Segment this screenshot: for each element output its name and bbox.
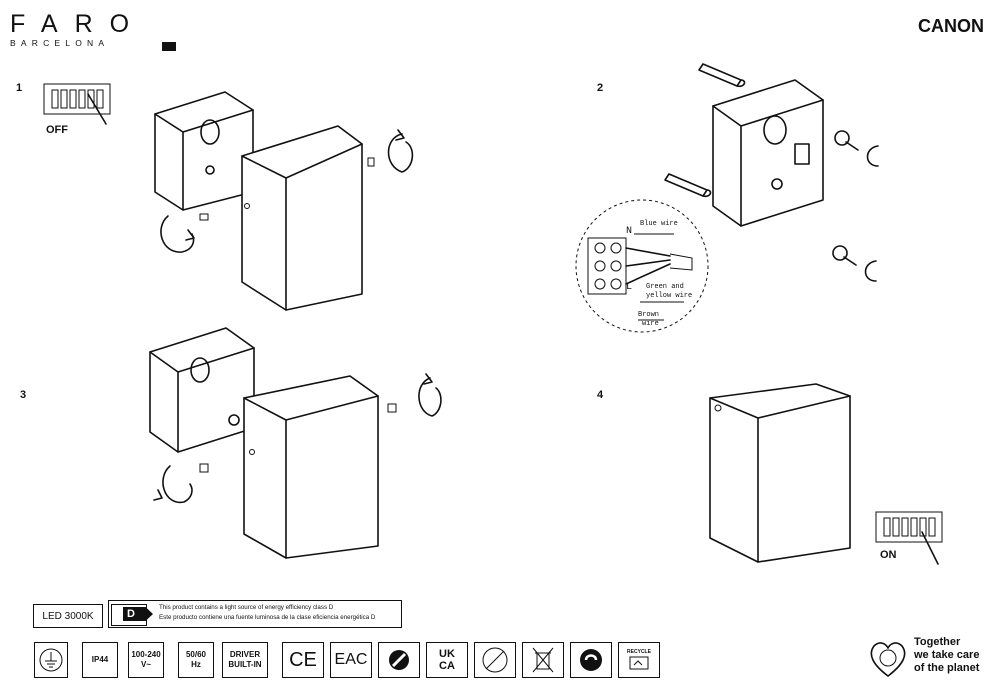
- breaker-on-icon: [875, 511, 943, 565]
- rotate-arrow-icon: [387, 373, 442, 417]
- breaker-off-icon: [43, 83, 111, 125]
- care-line1: Together: [914, 636, 961, 648]
- care-line3: of the planet: [914, 662, 980, 674]
- ukca-mark-icon: UK CA: [426, 642, 468, 678]
- rotate-arrow-icon: [367, 129, 414, 173]
- ukca-line2: CA: [439, 660, 455, 672]
- wall-plug-icon: [698, 63, 746, 88]
- recycle-label: RECYCLE: [627, 649, 651, 655]
- wiring-diagram: [575, 199, 709, 333]
- energy-label: D This product contains a light source o…: [108, 600, 402, 628]
- class-ii-icon: [378, 642, 420, 678]
- brown-wire-label: Brown wire: [638, 311, 659, 329]
- mounting-base: [149, 327, 255, 453]
- spec-frequency-line1: 50/60: [185, 650, 207, 659]
- model-name: CANON: [918, 16, 984, 36]
- green-wire-line1: Green and: [646, 283, 684, 291]
- spec-driver-line2: BUILT-IN: [228, 660, 262, 669]
- recycle-icon: RECYCLE: [618, 642, 660, 678]
- step-1-number: 1: [16, 82, 23, 94]
- spec-voltage-line1: 100-240: [131, 650, 161, 659]
- brand-logo: FARO BARCELONA: [10, 10, 176, 51]
- switch-on-label: ON: [880, 549, 897, 561]
- spec-driver: DRIVER BUILT-IN: [222, 642, 268, 678]
- weee-bin-icon: [522, 642, 564, 678]
- ground-icon: [34, 642, 68, 678]
- lamp-installed: [709, 383, 851, 563]
- ukca-line1: UK: [439, 648, 455, 660]
- live-label: L: [626, 282, 633, 293]
- care-line2: we take care: [914, 649, 980, 661]
- screw-icon: [832, 245, 877, 282]
- brand-sub: BARCELONA: [10, 38, 110, 48]
- spec-voltage: 100-240 V~: [128, 642, 164, 678]
- spec-voltage-line2: V~: [140, 660, 151, 669]
- mounting-base: [154, 91, 254, 211]
- brown-wire-line2: wire: [642, 320, 659, 328]
- neutral-label: N: [626, 226, 633, 237]
- spec-ip: IP44: [82, 642, 118, 678]
- screw-icon: [834, 130, 879, 167]
- energy-text-es: Este producto contiene una fuente lumino…: [159, 614, 376, 621]
- spec-frequency-line2: Hz: [191, 660, 201, 669]
- blue-wire-label: Blue wire: [640, 220, 678, 228]
- lamp-body: [241, 125, 363, 311]
- spec-driver-line1: DRIVER: [229, 650, 261, 659]
- spec-frequency: 50/60 Hz: [178, 642, 214, 678]
- brand-name: FARO: [10, 10, 147, 38]
- ce-mark-icon: CE: [282, 642, 324, 678]
- mounting-base: [712, 79, 824, 227]
- green-wire-label: Green and yellow wire: [646, 283, 692, 301]
- energy-class-badge: D: [123, 607, 153, 621]
- switch-off-label: OFF: [46, 124, 68, 136]
- wall-plug-icon: [664, 173, 712, 198]
- step-3-number: 3: [20, 389, 27, 401]
- eac-mark-icon: EAC: [330, 642, 372, 678]
- care-message: Together we take care of the planet: [914, 636, 979, 675]
- rotate-arrow-icon: [160, 213, 209, 253]
- green-wire-line2: yellow wire: [646, 292, 693, 300]
- green-dot-icon: [570, 642, 612, 678]
- brand-bar: [162, 42, 176, 51]
- planet-heart-icon: [870, 642, 906, 677]
- spec-ip-value: IP44: [91, 655, 109, 664]
- step-2-number: 2: [597, 82, 604, 94]
- brown-wire-line1: Brown: [638, 311, 660, 319]
- no-cover-icon: [474, 642, 516, 678]
- step-4-number: 4: [597, 389, 604, 401]
- lamp-body: [243, 375, 379, 559]
- led-label: LED 3000K: [33, 604, 103, 628]
- energy-text-en: This product contains a light source of …: [159, 604, 334, 611]
- rotate-arrow-icon: [153, 463, 209, 504]
